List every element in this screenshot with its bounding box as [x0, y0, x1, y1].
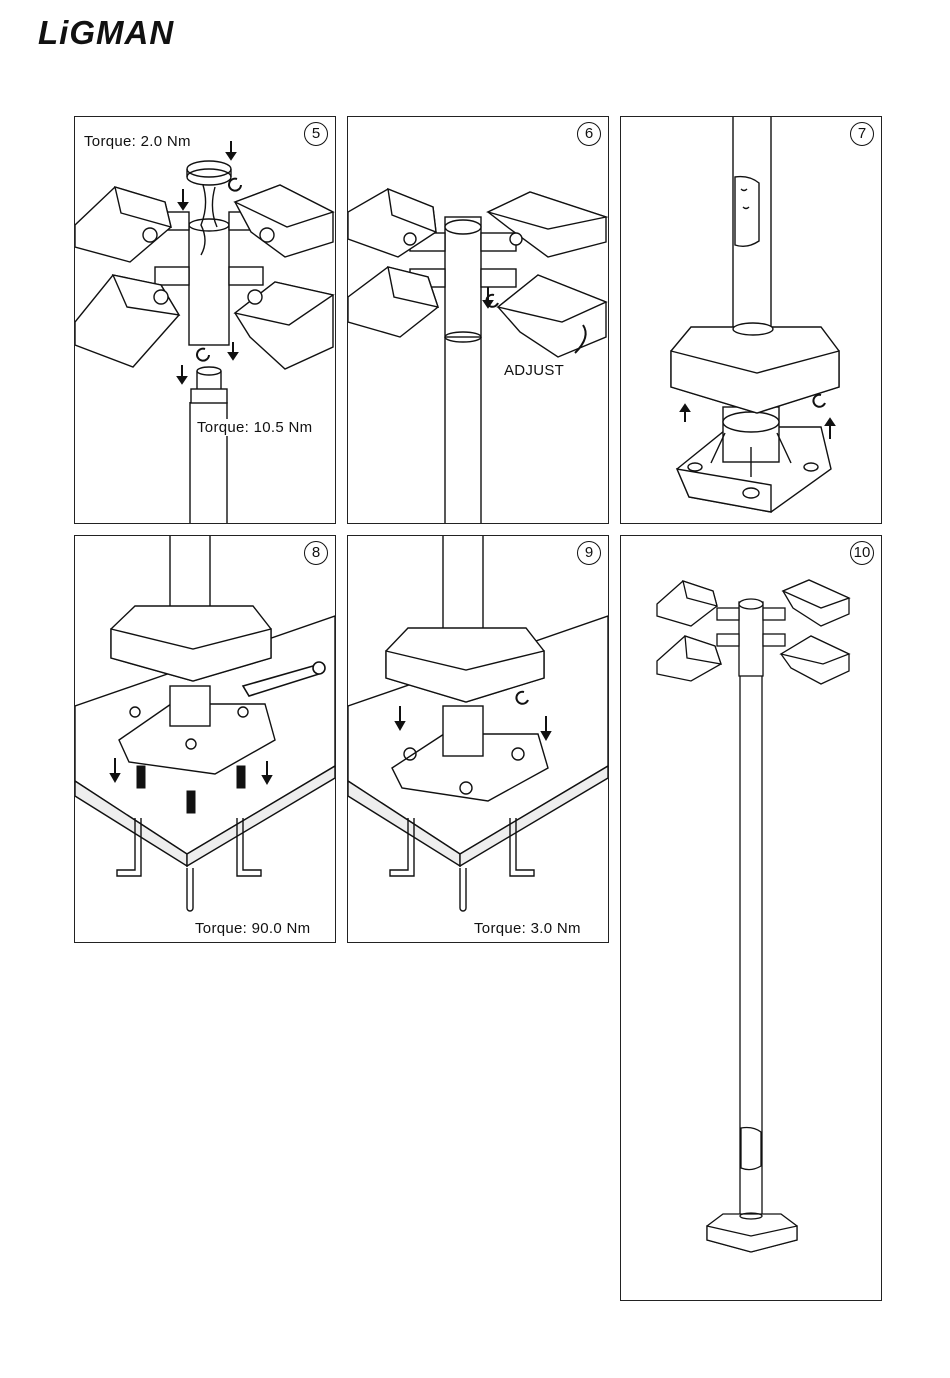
step-panel-8: 8 Torque: 90.0 Nm: [74, 535, 336, 943]
step-panel-10: 10: [620, 535, 882, 1301]
step-5-illustration: [75, 117, 335, 523]
step-10-illustration: [621, 536, 881, 1300]
torque-label: Torque: 90.0 Nm: [195, 920, 310, 937]
step-8-illustration: [75, 536, 335, 942]
adjust-label: ADJUST: [504, 362, 564, 379]
step-number-badge: 8: [304, 541, 328, 565]
step-number-badge: 10: [850, 541, 874, 565]
torque-label-bottom: Torque: 10.5 Nm: [197, 419, 312, 436]
step-number-badge: 5: [304, 122, 328, 146]
step-number-badge: 9: [577, 541, 601, 565]
step-panel-9: 9 Torque: 3.0 Nm: [347, 535, 609, 943]
step-6-illustration: [348, 117, 608, 523]
torque-label-top: Torque: 2.0 Nm: [84, 133, 191, 150]
torque-label: Torque: 3.0 Nm: [474, 920, 581, 937]
step-number-badge: 7: [850, 122, 874, 146]
step-9-illustration: [348, 536, 608, 942]
brand-logo: LiGMAN: [38, 14, 174, 52]
step-number-badge: 6: [577, 122, 601, 146]
step-panel-6: 6 ADJUST: [347, 116, 609, 524]
step-7-illustration: [621, 117, 881, 523]
step-panel-5: 5 Torque: 2.0 Nm Torque: 10.5 Nm: [74, 116, 336, 524]
step-panel-7: 7: [620, 116, 882, 524]
